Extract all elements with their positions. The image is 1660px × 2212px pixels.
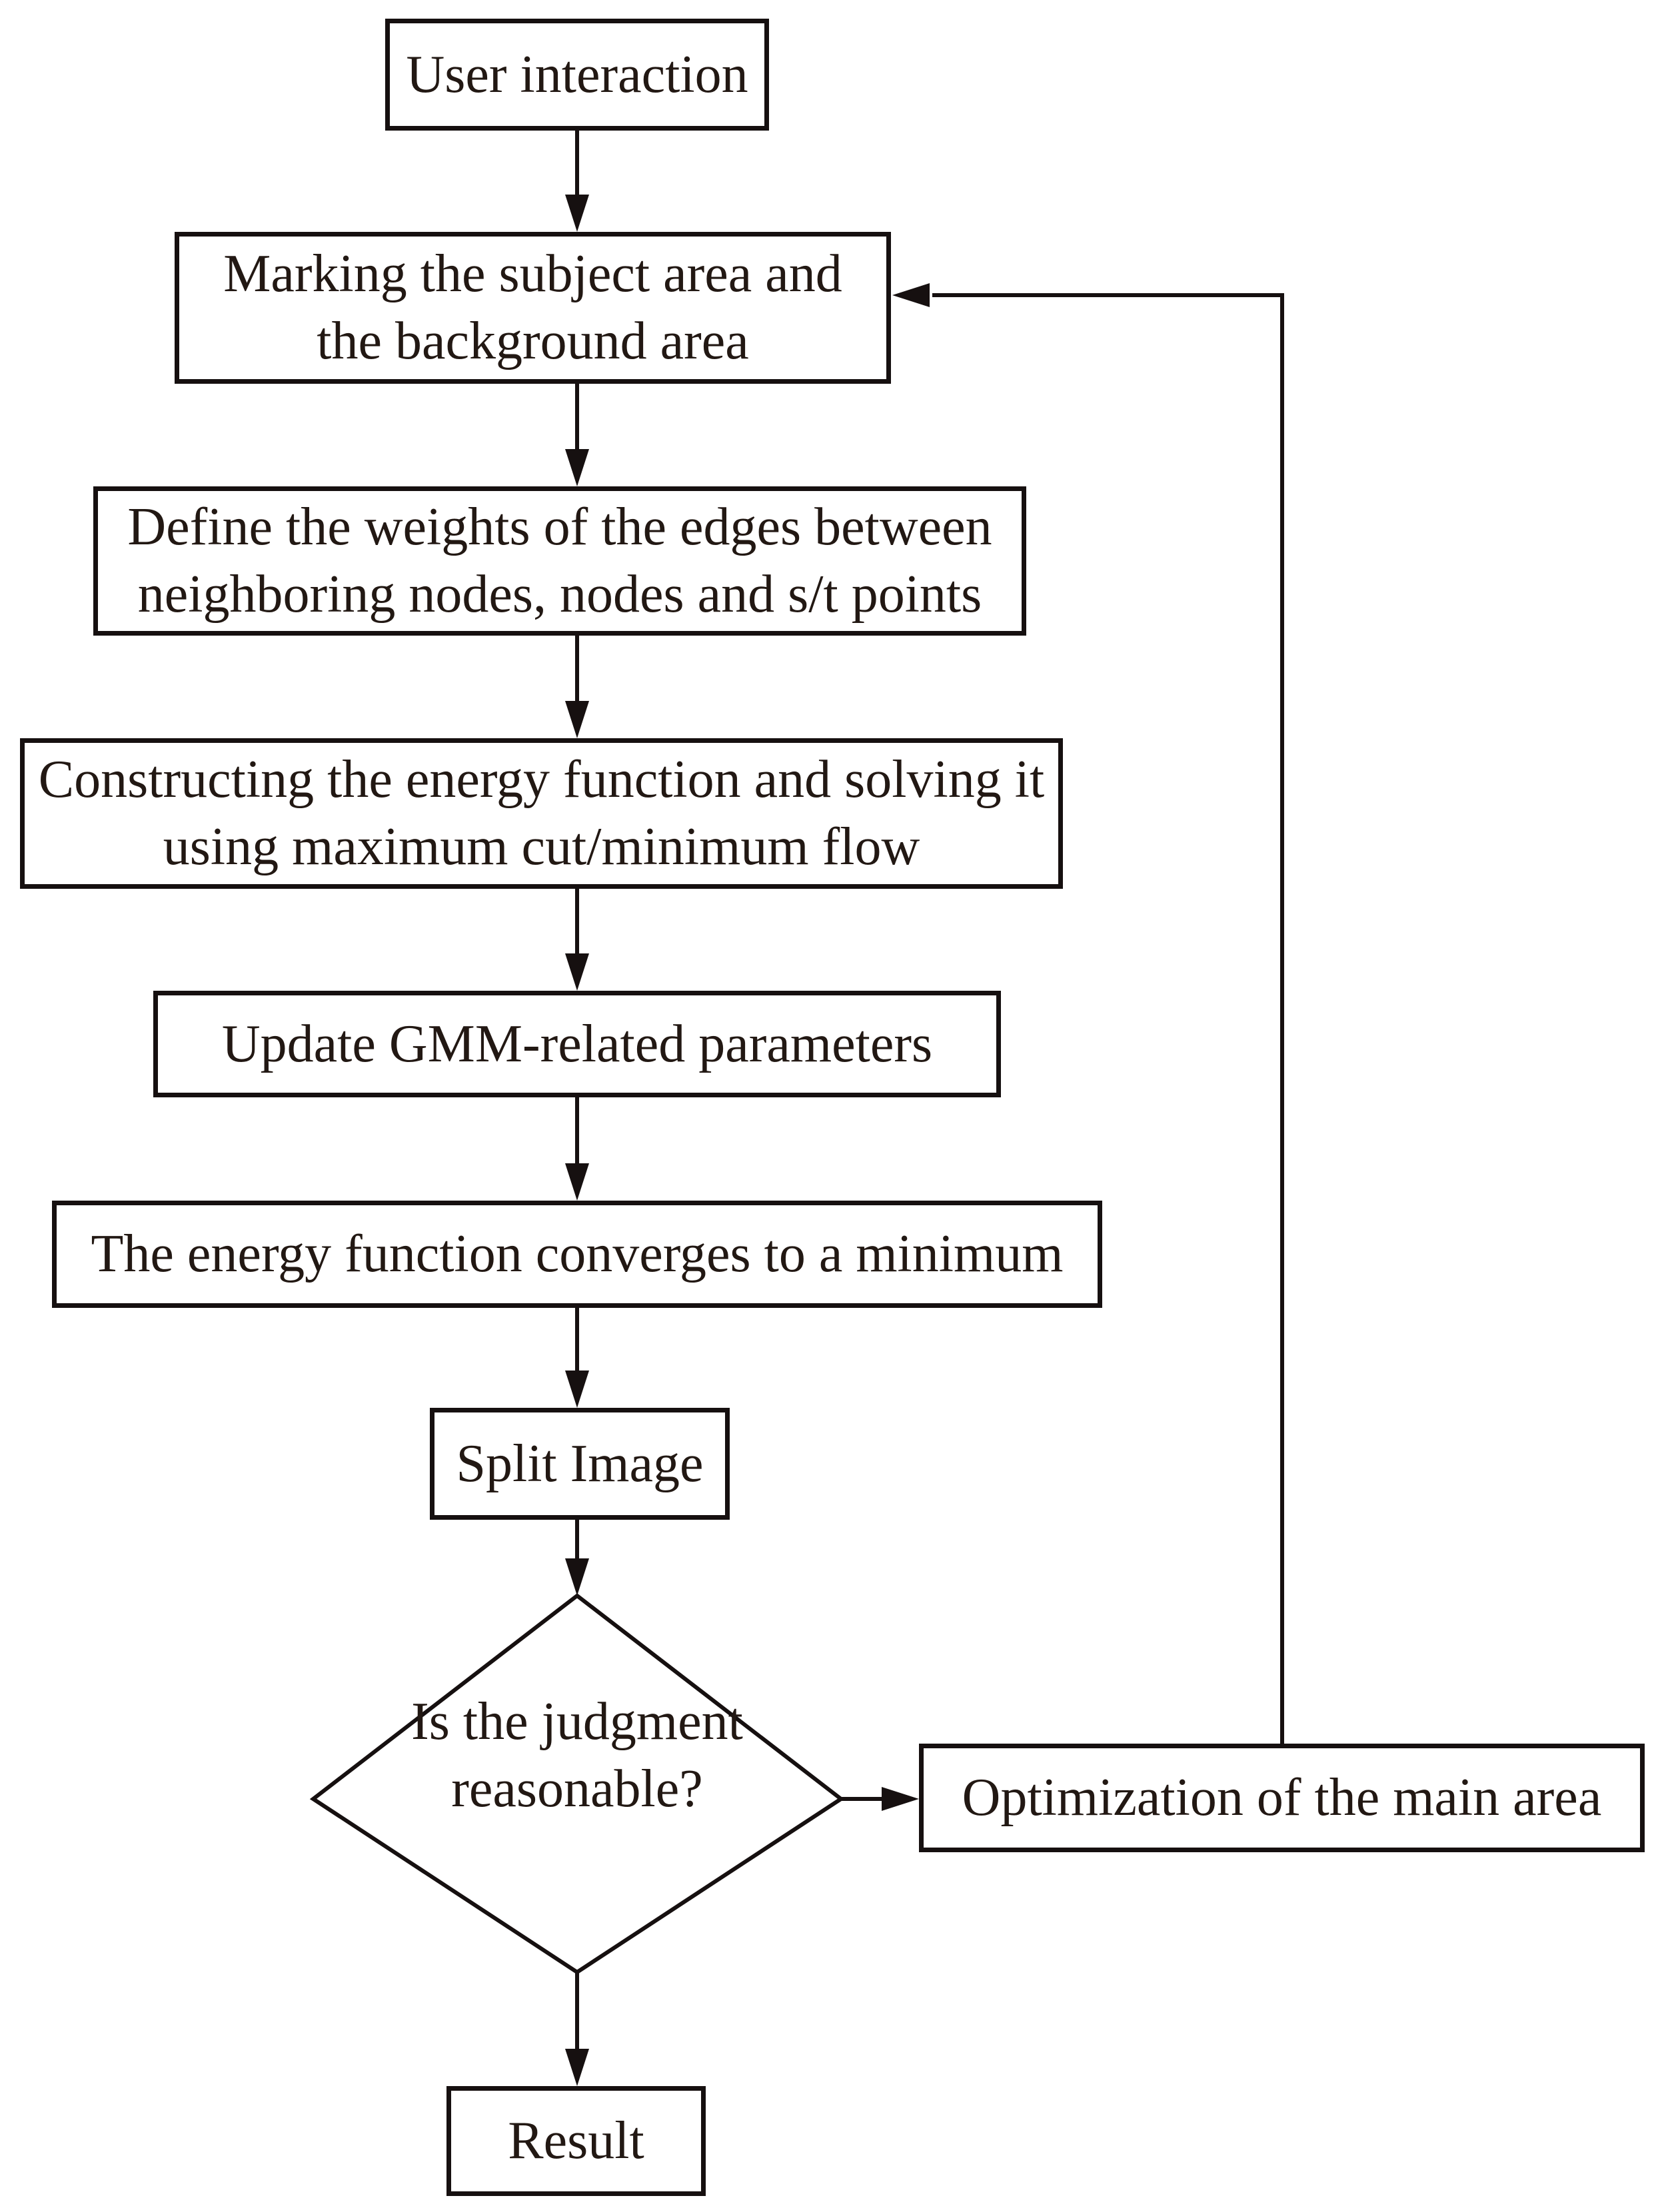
edge-construct-energy-to-update-gmm	[565, 888, 589, 991]
edge-update-gmm-to-converges	[565, 1097, 589, 1201]
node-label: The energy function converges to a minim…	[91, 1225, 1064, 1284]
node-user-interaction: User interaction	[385, 19, 769, 131]
node-result: Result	[446, 2086, 706, 2196]
node-label: Split Image	[456, 1434, 704, 1493]
arrowhead-right-icon	[882, 1787, 919, 1811]
node-label: the background area	[317, 312, 749, 370]
node-update-gmm-parameters: Update GMM-related parameters	[153, 991, 1001, 1097]
node-split-image: Split Image	[430, 1408, 730, 1520]
node-label: Constructing the energy function and sol…	[38, 750, 1045, 810]
edge-user-interaction-to-marking	[565, 131, 589, 232]
edge-judgment-to-result	[565, 1972, 589, 2086]
node-construct-energy-function: Constructing the energy function and sol…	[20, 738, 1063, 889]
arrowhead-down-icon	[565, 2049, 589, 2086]
node-optimization-main-area: Optimization of the main area	[919, 1744, 1645, 1852]
node-energy-converges: The energy function converges to a minim…	[52, 1201, 1102, 1308]
node-label: Result	[508, 2111, 644, 2171]
node-label: reasonable?	[451, 1760, 703, 1818]
arrowhead-left-icon	[892, 283, 930, 307]
arrowhead-down-icon	[565, 953, 589, 991]
edge-define-weights-to-construct-energy	[565, 635, 589, 738]
node-label: using maximum cut/minimum flow	[163, 818, 920, 876]
edge-marking-to-define-weights	[565, 383, 589, 486]
node-label: neighboring nodes, nodes and s/t points	[137, 565, 982, 624]
node-label: User interaction	[406, 45, 748, 104]
node-marking-areas: Marking the subject area and the backgro…	[175, 232, 891, 384]
node-define-edge-weights: Define the weights of the edges between …	[93, 486, 1026, 636]
node-judgment-decision: Is the judgment reasonable?	[347, 1669, 808, 1842]
arrowhead-down-icon	[565, 449, 589, 486]
node-label: Marking the subject area and	[223, 245, 842, 304]
edge-optimization-to-marking-feedback	[892, 283, 1284, 1744]
node-label: Define the weights of the edges between	[127, 498, 992, 557]
node-label: Update GMM-related parameters	[221, 1014, 933, 1073]
node-label: Is the judgment	[411, 1692, 743, 1752]
edge-split-image-to-judgment	[565, 1520, 589, 1596]
arrowhead-down-icon	[565, 701, 589, 738]
edge-converges-to-split-image	[565, 1308, 589, 1408]
arrowhead-down-icon	[565, 1371, 589, 1408]
arrowhead-down-icon	[565, 1558, 589, 1596]
arrowhead-down-icon	[565, 1163, 589, 1201]
node-label: Optimization of the main area	[962, 1768, 1602, 1828]
edge-judgment-to-optimization	[841, 1787, 919, 1811]
arrowhead-down-icon	[565, 195, 589, 232]
